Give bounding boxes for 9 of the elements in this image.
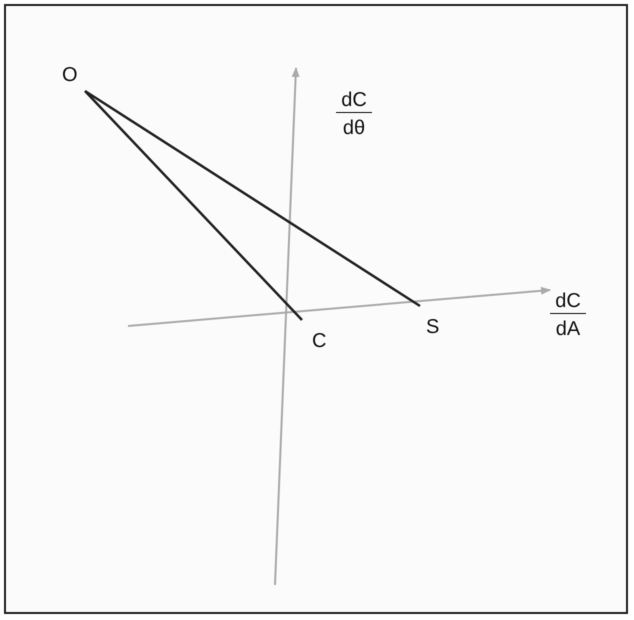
line-segment bbox=[84, 90, 303, 321]
axis-label-denominator: dθ bbox=[342, 116, 366, 140]
axis-label-numerator: dC bbox=[336, 88, 372, 113]
line-segment bbox=[84, 90, 421, 308]
axis-label-denominator: dA bbox=[554, 317, 582, 341]
axis-label-numerator: dC bbox=[550, 289, 586, 314]
point-label: S bbox=[420, 306, 444, 340]
point-label: C bbox=[302, 320, 326, 354]
point-label: O bbox=[62, 64, 84, 90]
